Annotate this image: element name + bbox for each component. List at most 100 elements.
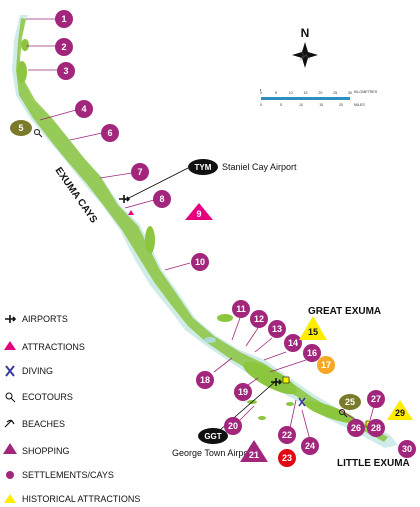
svg-text:24: 24 <box>305 441 315 451</box>
beach-icon <box>339 409 348 418</box>
svg-text:9: 9 <box>196 209 201 219</box>
region-label-great-exuma: GREAT EXUMA <box>308 306 381 317</box>
marker-30[interactable]: 30 <box>398 440 416 458</box>
marker-21[interactable]: 21 <box>240 440 268 462</box>
marker-22[interactable]: 22 <box>278 426 296 444</box>
scale-km-tick-label: 0 <box>260 91 262 95</box>
marker-25[interactable]: 25 <box>339 394 361 410</box>
attraction-triangle-icon <box>4 341 16 350</box>
diving-icon <box>5 365 15 377</box>
diving-icon <box>298 397 306 407</box>
svg-text:12: 12 <box>254 314 264 324</box>
svg-text:ATTRACTIONS: ATTRACTIONS <box>22 342 85 352</box>
beach-umbrella-icon <box>4 419 15 428</box>
airport-plane-icon <box>119 195 131 203</box>
marker-15[interactable]: 15 <box>299 316 327 340</box>
svg-text:5: 5 <box>18 123 23 133</box>
scale-mi-tick-label: 10 <box>299 103 303 107</box>
svg-text:19: 19 <box>238 387 248 397</box>
shopping-triangle-icon <box>3 443 17 454</box>
scale-km-tick-label: 20 <box>318 91 322 95</box>
marker-29[interactable]: 29 <box>387 400 413 420</box>
scale-km-tick-label: 10 <box>289 91 293 95</box>
marker-28[interactable]: 28 <box>367 419 385 437</box>
marker-19[interactable]: 19 <box>234 383 252 401</box>
marker-12[interactable]: 12 <box>250 310 268 328</box>
svg-text:17: 17 <box>321 360 331 370</box>
legend-settlements: SETTLEMENTS/CAYS <box>6 470 114 480</box>
svg-text:ECOTOURS: ECOTOURS <box>22 392 73 402</box>
marker-23[interactable]: 23 <box>278 449 296 467</box>
legend-shopping: SHOPPING <box>3 443 70 456</box>
marker-11[interactable]: 11 <box>232 300 250 318</box>
marker-14[interactable]: 14 <box>284 334 302 352</box>
marker-5[interactable]: 5 <box>10 120 32 136</box>
scale-mi-tick-label: 20 <box>339 103 343 107</box>
marker-20[interactable]: 20 <box>224 417 242 435</box>
scale-mi-tick-label: 0 <box>260 103 262 107</box>
scale-km-tick-label: 25 <box>333 91 337 95</box>
svg-text:6: 6 <box>107 128 112 138</box>
region-label-little-exuma: LITTLE EXUMA <box>337 458 410 469</box>
beach-icon <box>34 129 43 138</box>
marker-8[interactable]: 8 <box>153 190 171 208</box>
marker-13[interactable]: 13 <box>268 320 286 338</box>
scale-km-label: KILOMETRES <box>354 90 378 94</box>
attraction-marker-icon <box>128 210 134 215</box>
svg-text:28: 28 <box>371 423 381 433</box>
airport-tym[interactable]: TYM Staniel Cay Airport <box>119 159 297 203</box>
svg-text:26: 26 <box>351 423 361 433</box>
svg-text:HISTORICAL ATTRACTIONS: HISTORICAL ATTRACTIONS <box>22 494 140 504</box>
svg-text:BEACHES: BEACHES <box>22 419 65 429</box>
airport-tym-name: Staniel Cay Airport <box>222 162 297 172</box>
scale-km-tick-label: 30 <box>348 91 352 95</box>
svg-text:15: 15 <box>308 327 318 337</box>
legend: AIRPORTS ATTRACTIONS DIVING ECOTOURS BEA… <box>3 314 140 504</box>
marker-16[interactable]: 16 <box>303 344 321 362</box>
marker-18[interactable]: 18 <box>196 371 214 389</box>
scale-mi-tick-label: 15 <box>319 103 323 107</box>
marker-3[interactable]: 3 <box>57 62 75 80</box>
airport-ggt-code: GGT <box>204 432 221 441</box>
airport-ggt-name: George Town Airport <box>172 448 254 458</box>
marker-9[interactable]: 9 <box>185 203 213 220</box>
marker-27[interactable]: 27 <box>367 390 385 408</box>
svg-text:8: 8 <box>159 194 164 204</box>
airport-plane-icon <box>271 378 283 386</box>
svg-text:16: 16 <box>307 348 317 358</box>
legend-ecotours: ECOTOURS <box>5 392 73 403</box>
svg-text:18: 18 <box>200 375 210 385</box>
ecotour-icon <box>5 392 16 403</box>
svg-text:21: 21 <box>249 450 259 460</box>
marker-2[interactable]: 2 <box>55 38 73 56</box>
svg-text:7: 7 <box>137 167 142 177</box>
island-chain <box>12 15 398 448</box>
marker-1[interactable]: 1 <box>55 10 73 28</box>
svg-text:SHOPPING: SHOPPING <box>22 446 70 456</box>
settlement-circle-icon <box>6 471 14 479</box>
scale-mi-label: MILES <box>354 103 365 107</box>
marker-24[interactable]: 24 <box>301 437 319 455</box>
svg-text:3: 3 <box>63 66 68 76</box>
svg-text:10: 10 <box>195 257 205 267</box>
marker-4[interactable]: 4 <box>75 100 93 118</box>
historical-triangle-icon <box>4 494 16 503</box>
marker-10[interactable]: 10 <box>191 253 209 271</box>
legend-attractions: ATTRACTIONS <box>4 341 85 352</box>
compass-rose-icon: N <box>292 26 318 68</box>
marker-7[interactable]: 7 <box>131 163 149 181</box>
leader-lines <box>26 18 375 441</box>
svg-text:27: 27 <box>371 394 381 404</box>
marker-26[interactable]: 26 <box>347 419 365 437</box>
svg-text:23: 23 <box>282 453 292 463</box>
svg-text:DIVING: DIVING <box>22 366 53 376</box>
marker-17[interactable]: 17 <box>317 356 335 374</box>
settlement-markers: 1 2 3 4 6 7 8 10 11 12 13 14 16 18 19 20… <box>55 10 416 458</box>
marker-6[interactable]: 6 <box>101 124 119 142</box>
compass-north-label: N <box>301 26 310 40</box>
legend-airports: AIRPORTS <box>5 314 68 324</box>
